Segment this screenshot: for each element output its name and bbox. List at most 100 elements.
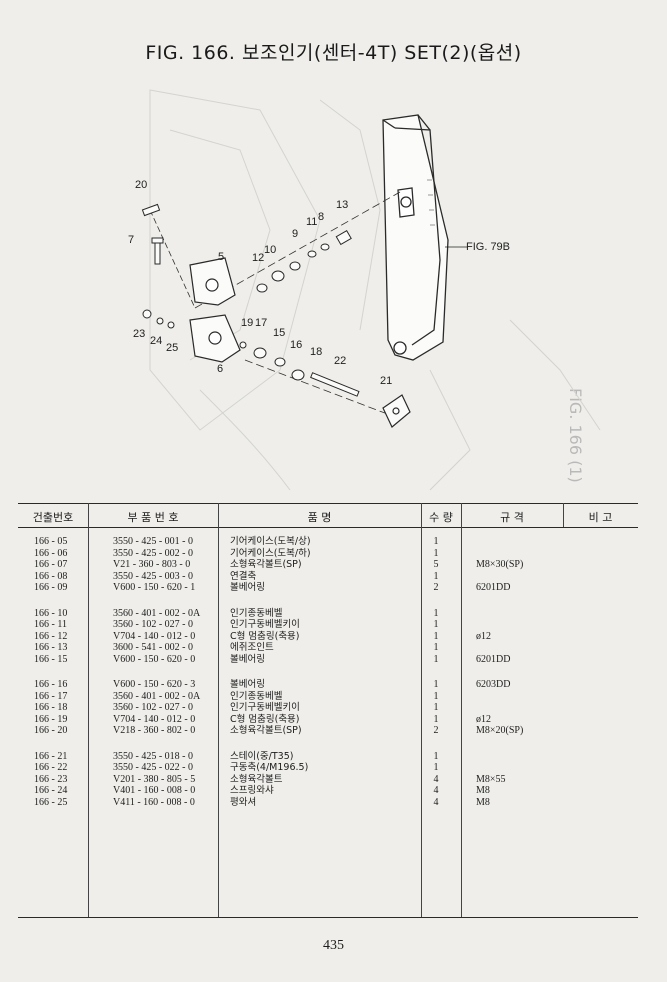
- callout-19: 19: [241, 317, 253, 329]
- qty-cell: 1: [433, 607, 439, 619]
- table-bottom-rule: [18, 917, 638, 918]
- part-no-cell: 166 - 19: [34, 713, 68, 725]
- callout-21: 21: [380, 375, 392, 387]
- frame-hatching: [427, 179, 435, 226]
- table-row: 166 - 06 3550 - 425 - 002 - 0 기어케이스(도복/하) 1: [18, 548, 638, 559]
- header-qty: 수 량: [429, 511, 453, 524]
- part-number-cell: 3600 - 541 - 002 - 0: [113, 642, 193, 653]
- stay-plate: [382, 394, 411, 428]
- part-name-cell: 볼베어링: [230, 679, 265, 690]
- callout-10: 10: [264, 244, 276, 256]
- part-name-cell: 스테이(중/T35): [230, 750, 294, 762]
- part-no-cell: 166 - 06: [34, 547, 68, 559]
- part-number-cell: V704 - 140 - 012 - 0: [113, 713, 196, 725]
- callout-25: 25: [166, 342, 178, 354]
- qty-cell: 1: [433, 536, 439, 547]
- callout-17: 17: [255, 317, 267, 329]
- callout-24: 24: [150, 335, 162, 347]
- part-name-cell: 소형육각볼트(SP): [230, 559, 302, 570]
- header-part: 부 품 번 호: [127, 511, 179, 524]
- callout-15: 15: [273, 327, 285, 339]
- qty-cell: 4: [433, 796, 439, 808]
- col-divider-3: [421, 503, 422, 917]
- part-no-cell: 166 - 22: [34, 762, 68, 773]
- col-divider-5: [563, 503, 564, 527]
- header-spec: 규 격: [500, 511, 524, 524]
- part-number-cell: 3560 - 401 - 002 - 0A: [113, 690, 201, 702]
- spec-cell: ø12: [476, 630, 491, 642]
- spec-cell: 6201DD: [476, 582, 511, 593]
- part-number-cell: V600 - 150 - 620 - 0: [113, 653, 196, 665]
- part-name-cell: 연결축: [230, 570, 257, 582]
- part-no-cell: 166 - 17: [34, 690, 68, 702]
- qty-cell: 4: [433, 773, 439, 785]
- col-divider-2: [218, 503, 219, 917]
- page-number: 435: [323, 938, 344, 953]
- part-name-cell: 인기구동베벨키이: [230, 619, 300, 630]
- part-name-cell: 인기구동베벨키이: [230, 702, 300, 713]
- part-number-cell: 3560 - 401 - 002 - 0A: [113, 607, 201, 619]
- qty-cell: 5: [433, 559, 439, 570]
- part-number-cell: 3560 - 102 - 027 - 0: [113, 619, 193, 630]
- spec-cell: M8×55: [476, 773, 506, 785]
- part-number-cell: V401 - 160 - 008 - 0: [113, 785, 196, 796]
- callout-9: 9: [292, 228, 298, 240]
- lower-shaft-parts: [239, 341, 360, 397]
- lower-axis-line: [244, 359, 391, 416]
- part-name-cell: 기어케이스(도복/하): [230, 547, 311, 559]
- callout-20: 20: [135, 179, 147, 191]
- part-no-cell: 166 - 18: [34, 702, 68, 713]
- header-name: 품 명: [307, 511, 332, 524]
- spec-cell: M8×20(SP): [476, 725, 524, 736]
- part-no-cell: 166 - 15: [34, 653, 68, 665]
- part-name-cell: 평와셔: [230, 796, 257, 808]
- callout-11: 11: [306, 216, 317, 228]
- qty-cell: 2: [433, 725, 439, 736]
- part-no-cell: 166 - 21: [34, 750, 68, 762]
- gear-case-upper: [189, 257, 236, 306]
- spec-cell: M8: [476, 796, 490, 808]
- qty-cell: 1: [433, 547, 439, 559]
- callout-12: 12: [252, 252, 264, 264]
- qty-cell: 1: [433, 642, 439, 653]
- callout-8: 8: [318, 211, 324, 223]
- part-no-cell: 166 - 12: [34, 630, 68, 642]
- callout-22: 22: [334, 355, 346, 367]
- exploded-parts-diagram: FIG. 79B: [128, 89, 601, 491]
- part-number-cell: 3550 - 425 - 002 - 0: [113, 547, 193, 559]
- qty-cell: 1: [433, 619, 439, 630]
- part-no-cell: 166 - 10: [34, 607, 68, 619]
- part-number-cell: V600 - 150 - 620 - 3: [113, 679, 196, 690]
- col-divider-1: [88, 503, 89, 917]
- part-no-cell: 166 - 05: [34, 536, 68, 547]
- callout-numbers: 20 7 5 12 10 9 11 8 13 23 24 25 6 19 17 …: [128, 179, 392, 387]
- part-name-cell: 기어케이스(도복/상): [230, 536, 311, 547]
- header-note: 비 고: [588, 511, 613, 524]
- spec-cell: M8: [476, 785, 490, 796]
- bolt-parts: [141, 203, 175, 329]
- part-number-cell: 3550 - 425 - 018 - 0: [113, 750, 193, 762]
- table-header-rule: [18, 527, 638, 528]
- qty-cell: 1: [433, 762, 439, 773]
- callout-6: 6: [217, 363, 223, 375]
- spec-cell: 6201DD: [476, 653, 511, 665]
- qty-cell: 2: [433, 582, 439, 593]
- qty-cell: 1: [433, 653, 439, 665]
- part-name-cell: 소형육각볼트: [230, 773, 283, 785]
